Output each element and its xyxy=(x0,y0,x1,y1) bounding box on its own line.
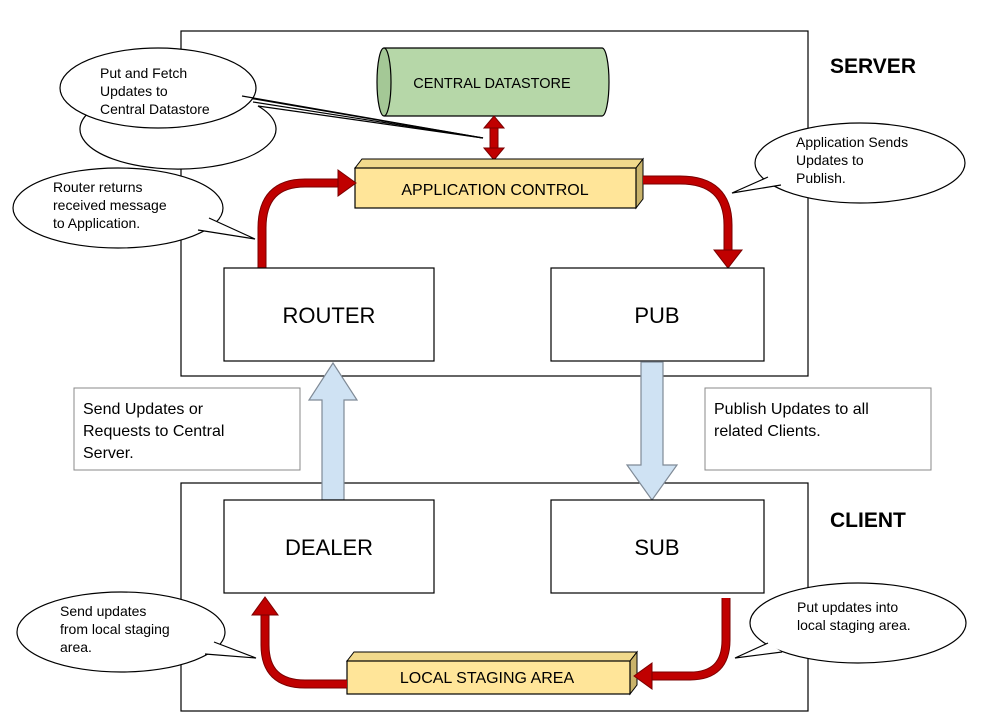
svg-text:Requests to Central: Requests to Central xyxy=(83,423,224,440)
svg-text:area.: area. xyxy=(60,639,92,655)
client-title: CLIENT xyxy=(830,509,906,532)
callout-put-fetch: Put and Fetch Updates to Central Datasto… xyxy=(59,47,484,170)
svg-text:Send updates: Send updates xyxy=(60,603,146,619)
svg-text:Put updates into: Put updates into xyxy=(797,599,898,615)
svg-text:related Clients.: related Clients. xyxy=(714,423,821,440)
datastore-double-arrow xyxy=(482,115,506,161)
app-to-pub-arrow xyxy=(643,175,744,269)
svg-text:Updates to: Updates to xyxy=(796,152,864,168)
pub-box xyxy=(550,267,765,362)
sub-to-staging-arrow xyxy=(633,598,731,690)
staging-label: LOCAL STAGING AREA xyxy=(400,670,575,687)
pub-label: PUB xyxy=(634,303,679,328)
svg-text:local staging area.: local staging area. xyxy=(797,617,911,633)
svg-text:received message: received message xyxy=(53,197,167,213)
svg-text:to Application.: to Application. xyxy=(53,215,140,231)
publish-updates-note: Publish Updates to all related Clients. xyxy=(704,387,932,471)
callout-put-local: Put updates into local staging area. xyxy=(734,582,967,664)
dealer-label: DEALER xyxy=(285,535,373,560)
svg-text:from local staging: from local staging xyxy=(60,621,170,637)
dealer-box xyxy=(223,499,435,594)
callout-app-sends: Application Sends Updates to Publish. xyxy=(731,122,966,204)
router-box xyxy=(223,267,435,362)
send-updates-note: Send Updates or Requests to Central Serv… xyxy=(73,387,301,471)
staging-to-dealer-arrow xyxy=(251,596,347,689)
callout-send-local: Send updates from local staging area. xyxy=(16,591,257,673)
svg-text:Router returns: Router returns xyxy=(53,179,142,195)
sub-box xyxy=(550,499,765,594)
callout-router-returns: Router returns received message to Appli… xyxy=(12,167,256,249)
central-datastore: CENTRAL DATASTORE xyxy=(376,47,610,117)
datastore-label: CENTRAL DATASTORE xyxy=(413,76,571,92)
svg-text:Central Datastore: Central Datastore xyxy=(100,101,210,117)
pub-to-sub-arrow xyxy=(625,361,679,502)
svg-text:Server.: Server. xyxy=(83,445,134,462)
app-control-label: APPLICATION CONTROL xyxy=(401,182,588,199)
sub-label: SUB xyxy=(634,535,679,560)
svg-text:Send Updates or: Send Updates or xyxy=(83,401,204,418)
svg-text:Updates to: Updates to xyxy=(100,83,168,99)
svg-text:Publish Updates to all: Publish Updates to all xyxy=(714,401,869,418)
svg-text:Publish.: Publish. xyxy=(796,170,846,186)
router-to-app-arrow xyxy=(257,169,357,268)
application-control-bar: APPLICATION CONTROL xyxy=(353,157,645,210)
local-staging-bar: LOCAL STAGING AREA xyxy=(345,650,639,696)
router-label: ROUTER xyxy=(283,303,376,328)
dealer-to-router-arrow xyxy=(307,361,359,501)
server-title: SERVER xyxy=(830,55,916,78)
svg-text:Application Sends: Application Sends xyxy=(796,134,908,150)
svg-text:Put and Fetch: Put and Fetch xyxy=(100,65,187,81)
